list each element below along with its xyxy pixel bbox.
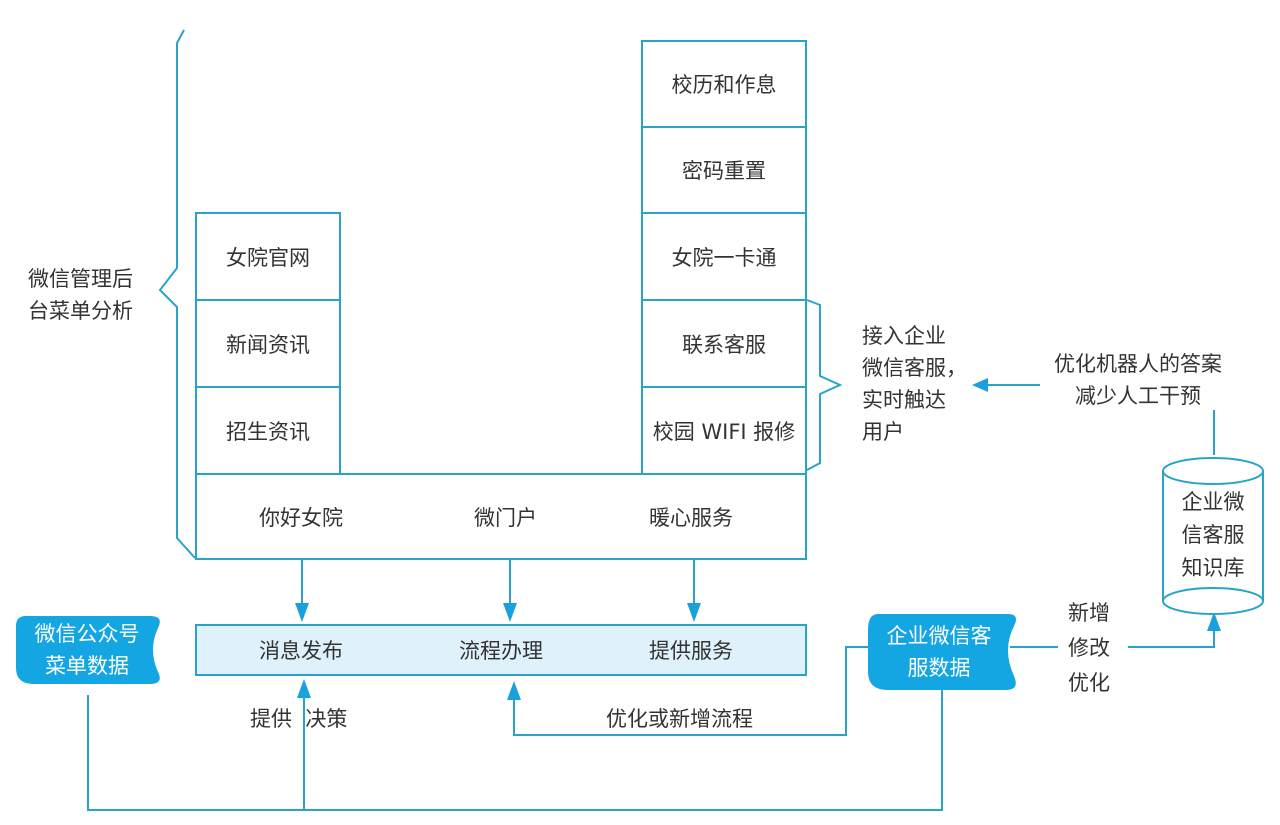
label-line: 优化机器人的答案 bbox=[1054, 352, 1222, 376]
menu-item-label: 联系客服 bbox=[682, 332, 766, 357]
menu-analysis-label: 微信管理后 台菜单分析 bbox=[28, 263, 133, 327]
source-right-label: 企业微信客 服数据 bbox=[868, 620, 1010, 684]
label-line: 实时触达 bbox=[862, 388, 946, 412]
label-line: 菜单数据 bbox=[45, 654, 129, 678]
source-left-flag bbox=[16, 616, 160, 684]
menu-item-label: 新闻资讯 bbox=[226, 332, 310, 357]
process-optimize-label: 优化或新增流程 bbox=[606, 707, 753, 731]
function-bar: 消息发布 流程办理 提供服务 bbox=[195, 624, 807, 676]
menu-item-wifi-repair[interactable]: 校园 WIFI 报修 bbox=[641, 386, 807, 475]
function-process: 流程办理 bbox=[459, 639, 543, 663]
label-line: 微信公众号 bbox=[34, 622, 140, 646]
menu-item-password-reset[interactable]: 密码重置 bbox=[641, 126, 807, 214]
menu-item-label: 校园 WIFI 报修 bbox=[652, 419, 796, 444]
label-line: 企业微 bbox=[1181, 490, 1245, 514]
label-line: 知识库 bbox=[1181, 556, 1245, 580]
label-line: 微信客服， bbox=[862, 356, 967, 380]
menu-item-contact-service[interactable]: 联系客服 bbox=[641, 299, 807, 388]
menu-item-label: 校历和作息 bbox=[671, 73, 777, 97]
label-line: 用户 bbox=[862, 420, 904, 444]
decision-label: 提供 决策 bbox=[250, 707, 348, 731]
label-line: 接入企业 bbox=[862, 324, 946, 348]
main-menu-portal[interactable]: 微门户 bbox=[474, 505, 537, 530]
function-service: 提供服务 bbox=[649, 639, 733, 663]
menu-item-label: 女院官网 bbox=[226, 245, 310, 270]
menu-item-official-site[interactable]: 女院官网 bbox=[195, 212, 341, 301]
menu-item-label: 女院一卡通 bbox=[671, 245, 777, 270]
optimize-bot-label: 优化机器人的答案 减少人工干预 bbox=[1040, 348, 1236, 412]
label-line: 企业微信客 bbox=[886, 624, 992, 648]
right-brace bbox=[806, 299, 843, 471]
label-line: 优化 bbox=[1068, 671, 1110, 695]
arrow-head-left bbox=[972, 378, 988, 392]
label-line: 减少人工干预 bbox=[1075, 384, 1201, 408]
edit-operations-label: 新增 修改 优化 bbox=[1068, 596, 1110, 701]
decision-loop-line bbox=[87, 690, 943, 811]
label-line: 服数据 bbox=[907, 656, 971, 680]
menu-item-admissions[interactable]: 招生资讯 bbox=[195, 386, 341, 475]
process-loop-line bbox=[513, 646, 868, 736]
label-line: 信客服 bbox=[1181, 523, 1245, 547]
knowledge-base-label: 企业微 信客服 知识库 bbox=[1163, 486, 1263, 585]
function-publish: 消息发布 bbox=[259, 639, 343, 663]
knowledge-base-cylinder bbox=[1162, 457, 1264, 615]
left-brace bbox=[158, 29, 196, 559]
menu-item-label: 招生资讯 bbox=[226, 419, 310, 444]
menu-item-news[interactable]: 新闻资讯 bbox=[195, 299, 341, 388]
source-left-label: 微信公众号 菜单数据 bbox=[16, 618, 158, 682]
menu-item-label: 密码重置 bbox=[682, 159, 766, 183]
label-line: 台菜单分析 bbox=[28, 299, 133, 323]
customer-service-label: 接入企业 微信客服， 实时触达 用户 bbox=[862, 320, 967, 448]
label-line: 修改 bbox=[1068, 636, 1110, 660]
main-menu-service[interactable]: 暖心服务 bbox=[649, 505, 733, 530]
edit-to-kb-line bbox=[1128, 622, 1215, 648]
menu-item-calendar[interactable]: 校历和作息 bbox=[641, 40, 807, 128]
main-menu-hello[interactable]: 你好女院 bbox=[259, 505, 343, 530]
label-line: 微信管理后 bbox=[28, 267, 133, 291]
label-line: 新增 bbox=[1068, 601, 1110, 625]
main-menu-row: 你好女院 微门户 暖心服务 bbox=[195, 473, 807, 560]
menu-item-campus-card[interactable]: 女院一卡通 bbox=[641, 212, 807, 301]
source-right-flag bbox=[868, 614, 1016, 690]
